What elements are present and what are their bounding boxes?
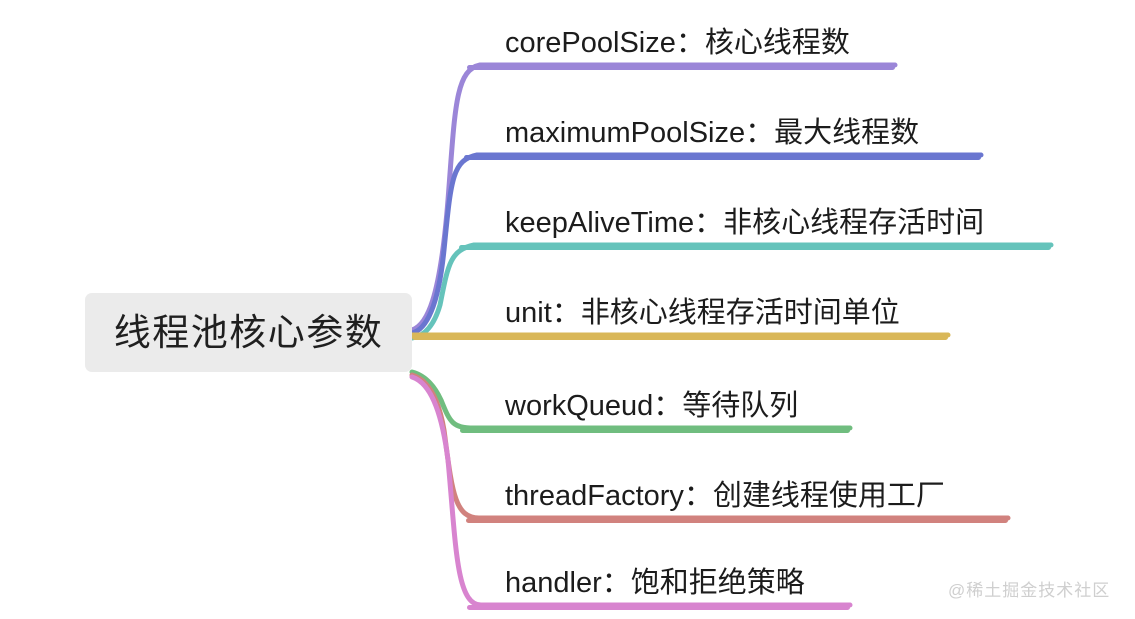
branch-label-keepAliveTime: keepAliveTime：非核心线程存活时间	[505, 206, 985, 239]
watermark: @稀土掘金技术社区	[948, 581, 1111, 600]
branch-label-workQueud: workQueud：等待队列	[505, 389, 799, 422]
root-node[interactable]: 线程池核心参数	[85, 293, 412, 372]
branch-label-maximumPoolSize: maximumPoolSize：最大线程数	[505, 116, 920, 149]
branch-threadFactory[interactable]: threadFactory：创建线程使用工厂	[466, 468, 1008, 523]
branch-underline-workQueud	[460, 428, 850, 433]
root-node-label: 线程池核心参数	[113, 312, 384, 353]
branch-underline-threadFactory	[466, 518, 1008, 523]
branch-underline-keepAliveTime	[459, 245, 1051, 250]
branch-underline-unit	[412, 335, 948, 340]
branch-maximumPoolSize[interactable]: maximumPoolSize：最大线程数	[464, 104, 981, 160]
branch-label-handler: handler：饱和拒绝策略	[505, 566, 805, 599]
branch-keepAliveTime[interactable]: keepAliveTime：非核心线程存活时间	[459, 194, 1051, 250]
branch-workQueud[interactable]: workQueud：等待队列	[460, 378, 850, 433]
branch-label-unit: unit：非核心线程存活时间单位	[505, 296, 900, 329]
branch-underline-corePoolSize	[467, 65, 895, 70]
branch-underline-handler	[467, 605, 850, 610]
branch-unit[interactable]: unit：非核心线程存活时间单位	[412, 285, 948, 340]
branch-corePoolSize[interactable]: corePoolSize：核心线程数	[467, 14, 895, 70]
branch-handler[interactable]: handler：饱和拒绝策略	[467, 556, 850, 610]
branch-label-corePoolSize: corePoolSize：核心线程数	[505, 26, 850, 59]
branch-underline-maximumPoolSize	[464, 155, 981, 160]
branch-label-threadFactory: threadFactory：创建线程使用工厂	[505, 479, 945, 512]
